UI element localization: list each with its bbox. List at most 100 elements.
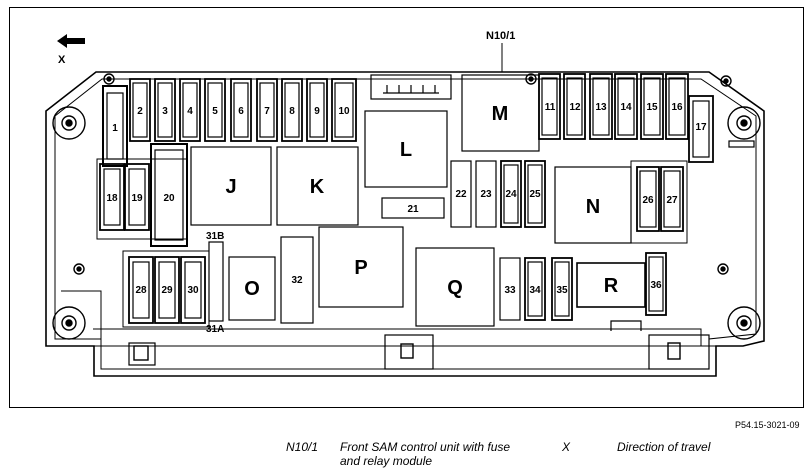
fuse-32: 32 — [280, 236, 314, 324]
relay-L-label: L — [400, 139, 412, 161]
fuse-35-label: 35 — [556, 285, 568, 296]
legend-code-2: X — [562, 440, 571, 454]
fuse-29-label: 29 — [161, 285, 173, 296]
relay-O-label: O — [244, 278, 260, 300]
fuse-28: 28 — [128, 256, 154, 324]
fuse-12: 12 — [563, 73, 586, 140]
fuse-4-label: 4 — [187, 106, 193, 117]
fuse-34-label: 34 — [529, 285, 541, 296]
legend-text-1: Front SAM control unit with fuse and rel… — [340, 440, 511, 468]
relay-O: O — [228, 256, 276, 321]
fuse-3-label: 3 — [162, 106, 168, 117]
fuse-20: 20 — [150, 143, 188, 247]
fuse-32-label: 32 — [291, 275, 303, 286]
mounting-screws — [52, 73, 761, 340]
relay-Q-label: Q — [447, 277, 463, 299]
fuse-3: 3 — [154, 78, 176, 142]
fuse-22: 22 — [450, 160, 472, 228]
fuse-26: 26 — [636, 166, 660, 232]
fuse-21-label: 21 — [407, 204, 419, 215]
fuse-22-label: 22 — [455, 189, 467, 200]
callout-label: N10/1 — [486, 30, 515, 42]
relay-N: N — [554, 166, 632, 244]
fuse-6: 6 — [230, 78, 252, 142]
fuse-19-label: 19 — [131, 193, 143, 204]
fuse-9: 9 — [306, 78, 328, 142]
fuse-36-label: 36 — [650, 280, 662, 291]
legend-code-1: N10/1 — [286, 440, 319, 454]
fuse-7-label: 7 — [264, 106, 270, 117]
relay-Q: Q — [415, 247, 495, 327]
fuse-24: 24 — [500, 160, 522, 228]
fuse-2-label: 2 — [137, 106, 143, 117]
fuse-30-label: 30 — [187, 285, 199, 296]
fuse-21: 21 — [381, 197, 445, 219]
fuse-36: 36 — [645, 252, 667, 316]
relay-P: P — [318, 226, 404, 308]
fuse-27: 27 — [660, 166, 684, 232]
fuse-18-label: 18 — [106, 193, 118, 204]
fuse-20-label: 20 — [163, 193, 175, 204]
relay-N-label: N — [586, 196, 600, 218]
fuse-11-label: 11 — [545, 102, 556, 113]
relay-K-label: K — [310, 176, 325, 198]
fuse-16: 16 — [665, 73, 689, 140]
fuse-13-label: 13 — [595, 102, 607, 113]
fuse-18: 18 — [99, 163, 125, 231]
fuse-1-label: 1 — [112, 123, 118, 134]
fuse-10-label: 10 — [338, 106, 350, 117]
fuse-5: 5 — [204, 78, 226, 142]
relay-M: M — [461, 74, 540, 152]
fuse-35: 35 — [551, 257, 573, 321]
fuse-5-label: 5 — [212, 106, 218, 117]
fuse-2: 2 — [129, 78, 151, 142]
direction-arrow-icon — [57, 34, 85, 48]
fuse-10: 10 — [331, 78, 357, 142]
relay-J: J — [190, 146, 272, 226]
fuse-17-label: 17 — [695, 122, 707, 133]
fuse-31b-label: 31B — [206, 231, 224, 242]
fuse-23-label: 23 — [480, 189, 492, 200]
diagram-frame: X N10/1 — [9, 7, 804, 408]
fuse-8: 8 — [281, 78, 303, 142]
relay-R: R — [576, 262, 646, 308]
relay-P-label: P — [354, 257, 367, 279]
direction-label: X — [58, 54, 66, 66]
fuse-4: 4 — [179, 78, 201, 142]
fuse-31a-label: 31A — [206, 324, 224, 335]
fuse-27-label: 27 — [666, 195, 678, 206]
fuse-box-diagram: X N10/1 — [45, 30, 765, 377]
fuse-6-label: 6 — [238, 106, 244, 117]
fuse-14-label: 14 — [620, 102, 632, 113]
fuse-9-label: 9 — [314, 106, 320, 117]
callout-leader — [501, 43, 539, 73]
fuse-1: 1 — [102, 85, 128, 167]
fuse-31 — [208, 241, 224, 322]
fuse-15-label: 15 — [646, 102, 658, 113]
figure-reference: P54.15-3021-09 — [735, 420, 800, 430]
fuse-33: 33 — [499, 257, 521, 321]
fuse-19: 19 — [124, 163, 150, 231]
legend-text-2: Direction of travel — [617, 440, 711, 454]
relay-K: K — [276, 146, 359, 226]
fuse-23: 23 — [475, 160, 497, 228]
fuse-13: 13 — [589, 73, 613, 140]
relay-M-label: M — [492, 103, 509, 125]
fuse-25: 25 — [524, 160, 546, 228]
fuse-30: 30 — [180, 256, 206, 324]
fuse-16-label: 16 — [671, 102, 683, 113]
fuse-25-label: 25 — [529, 189, 541, 200]
fuse-14: 14 — [614, 73, 638, 140]
fuse-11: 11 — [538, 73, 561, 140]
fuse-17: 17 — [688, 95, 714, 163]
fuse-29: 29 — [154, 256, 180, 324]
fuse-34: 34 — [524, 257, 546, 321]
relay-J-label: J — [225, 176, 236, 198]
fuse-24-label: 24 — [505, 189, 517, 200]
fuse-26-label: 26 — [642, 195, 654, 206]
fuse-15: 15 — [640, 73, 664, 140]
relay-L: L — [364, 110, 448, 188]
fuse-7: 7 — [256, 78, 278, 142]
fuse-33-label: 33 — [504, 285, 516, 296]
relay-R-label: R — [604, 275, 619, 297]
